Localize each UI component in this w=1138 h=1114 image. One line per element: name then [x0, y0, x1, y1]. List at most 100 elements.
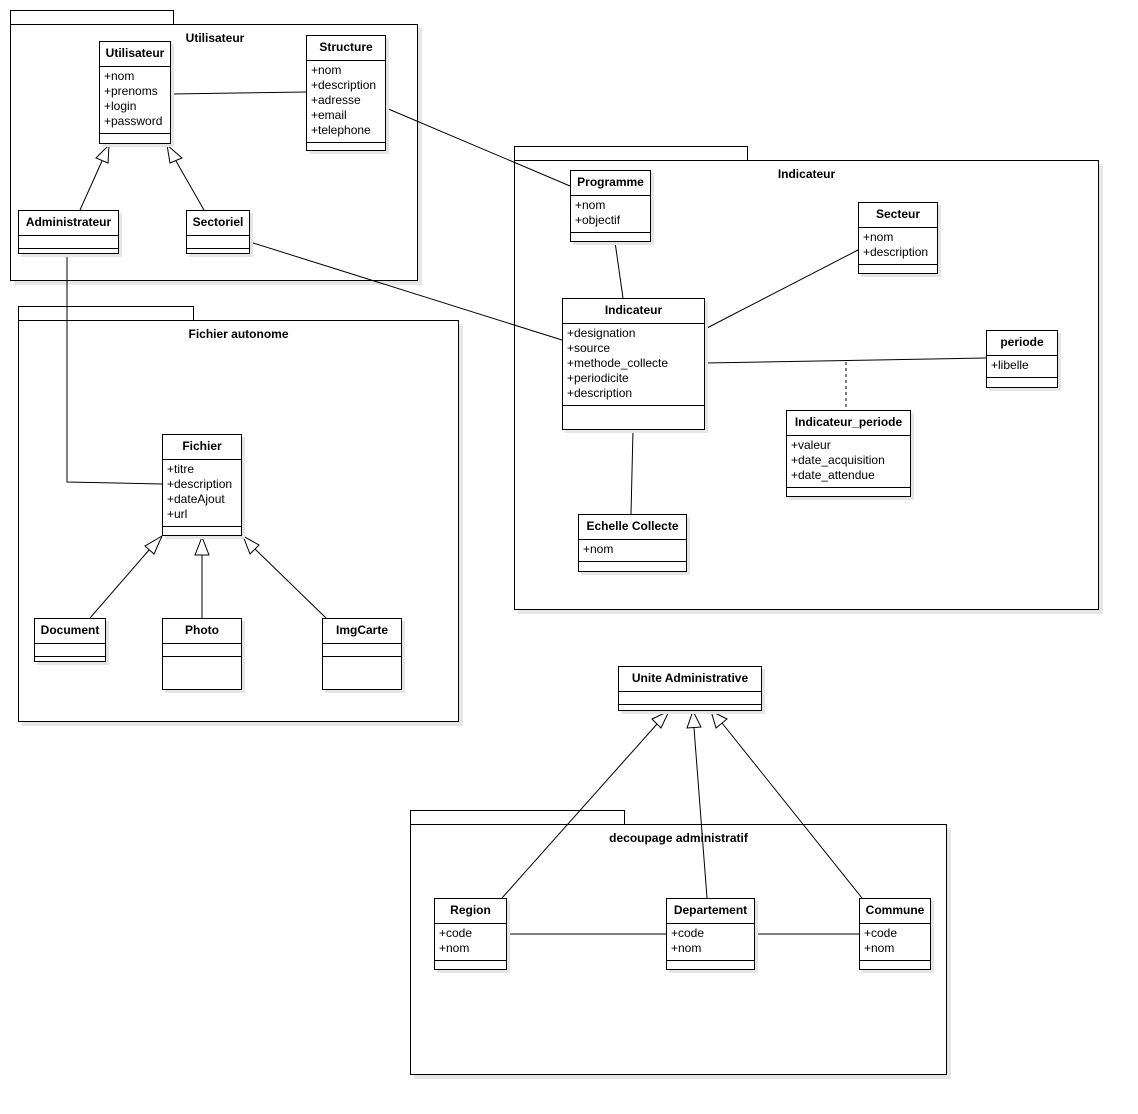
class-attribute: +designation — [567, 326, 636, 340]
package-utilisateur-tab — [10, 10, 174, 25]
arrowhead-imgcarte — [242, 534, 260, 555]
class-document[interactable]: Document — [34, 618, 106, 662]
package-decoupage-tab — [410, 810, 625, 825]
class-name: Photo — [163, 619, 241, 644]
gen-document-fichier — [89, 549, 150, 619]
gen-commune-unite — [721, 722, 863, 899]
class-attribute: +methode_collecte — [567, 356, 669, 370]
class-attributes: +designation+source+methode_collecte+per… — [563, 324, 704, 406]
assoc-sectoriel-indicateur — [249, 241, 563, 341]
assoc-indicateur-echelle — [630, 429, 634, 515]
class-echelle-collecte[interactable]: Echelle Collecte+nom — [578, 514, 687, 572]
class-attributes: +nom+objectif — [571, 196, 650, 233]
assoc-indicateur-secteur — [704, 249, 859, 330]
class-attributes — [187, 236, 249, 249]
class-attribute: +libelle — [991, 358, 1029, 372]
class-administrateur[interactable]: Administrateur — [18, 210, 119, 254]
class-operations — [563, 406, 704, 429]
class-name: ImgCarte — [323, 619, 401, 644]
class-attribute: +login — [104, 99, 137, 113]
class-attribute: +date_acquisition — [791, 453, 885, 467]
arrowhead-sectoriel — [166, 143, 183, 164]
class-attribute: +nom — [864, 941, 895, 955]
class-attribute: +code — [671, 926, 705, 940]
assoc-indicateur-periode — [704, 357, 987, 364]
class-operations — [100, 134, 170, 143]
class-programme[interactable]: Programme+nom+objectif — [570, 170, 651, 242]
class-attribute: +nom — [311, 63, 342, 77]
class-attribute: +nom — [104, 69, 135, 83]
class-operations — [619, 705, 761, 711]
class-name: Structure — [307, 36, 385, 61]
class-operations — [787, 488, 910, 496]
class-utilisateur[interactable]: Utilisateur+nom+prenoms+login+password — [99, 41, 171, 144]
class-operations — [163, 527, 241, 535]
class-name: Indicateur_periode — [787, 411, 910, 436]
class-attribute: +nom — [439, 941, 470, 955]
class-attributes: +nom+description — [859, 228, 937, 265]
class-name: Unite Administrative — [619, 667, 761, 692]
class-imgcarte[interactable]: ImgCarte — [322, 618, 402, 690]
class-departement[interactable]: Departement+code+nom — [666, 898, 755, 970]
class-sectoriel[interactable]: Sectoriel — [186, 210, 250, 254]
package-indicateur-title: Indicateur — [777, 167, 836, 181]
class-indicateur[interactable]: Indicateur+designation+source+methode_co… — [562, 298, 705, 430]
class-attributes: +code+nom — [860, 924, 930, 961]
class-attribute: +valeur — [791, 438, 831, 452]
class-attribute: +code — [864, 926, 898, 940]
package-decoupage-title: decoupage administratif — [609, 831, 748, 845]
assoc-structure-programme — [385, 107, 571, 187]
gen-imgcarte-fichier — [254, 548, 327, 619]
gen-departement-unite — [693, 727, 708, 899]
class-attribute: +periodicite — [567, 371, 629, 385]
gen-region-unite — [501, 723, 658, 899]
class-attribute: +description — [167, 477, 233, 491]
class-attribute: +code — [439, 926, 473, 940]
class-attribute: +url — [167, 507, 188, 521]
class-operations — [571, 233, 650, 241]
class-attributes: +code+nom — [667, 924, 754, 961]
class-periode[interactable]: periode +libelle — [986, 330, 1058, 388]
class-attribute: +nom — [575, 198, 606, 212]
class-attribute: +prenoms — [104, 84, 158, 98]
assoc-utilisateur-structure — [170, 91, 307, 95]
class-operations — [860, 961, 930, 969]
class-attributes — [35, 644, 105, 657]
class-region[interactable]: Region+code+nom — [434, 898, 507, 970]
class-operations — [667, 961, 754, 969]
arrowhead-administrateur — [95, 143, 110, 164]
class-secteur[interactable]: Secteur+nom+description — [858, 202, 938, 274]
class-attribute: +nom — [671, 941, 702, 955]
class-attributes: +nom+prenoms+login+password — [100, 67, 170, 134]
class-name: periode — [987, 331, 1057, 356]
class-attributes — [323, 644, 401, 657]
package-fichier-autonome-title: Fichier autonome — [188, 327, 289, 341]
class-operations — [19, 249, 118, 255]
class-attribute: +password — [104, 114, 163, 128]
class-operations — [307, 143, 385, 150]
class-attribute: +titre — [167, 462, 195, 476]
class-attributes — [163, 644, 241, 657]
class-attribute: +description — [567, 386, 633, 400]
assoc-programme-indicateur — [614, 241, 624, 299]
class-operations — [859, 265, 937, 273]
class-attributes: +titre+description+dateAjout+url — [163, 460, 241, 527]
class-commune[interactable]: Commune+code+nom — [859, 898, 931, 970]
gen-administrateur-utilisateur — [79, 160, 103, 211]
class-attribute: +description — [863, 245, 929, 259]
class-operations — [323, 657, 401, 689]
class-structure[interactable]: Structure+nom+description+adresse+email+… — [306, 35, 386, 151]
class-photo[interactable]: Photo — [162, 618, 242, 690]
class-name: Commune — [860, 899, 930, 924]
class-attribute: +objectif — [575, 213, 621, 227]
class-fichier[interactable]: Fichier+titre+description+dateAjout+url — [162, 434, 242, 536]
class-name: Administrateur — [19, 211, 118, 236]
arrowhead-region — [651, 709, 671, 729]
arrowhead-departement — [686, 709, 702, 729]
class-operations — [987, 378, 1057, 387]
class-unite-administrative[interactable]: Unite Administrative — [618, 666, 762, 711]
gen-sectoriel-utilisateur — [175, 160, 205, 211]
class-indicateur-periode[interactable]: Indicateur_periode +valeur+date_acquisiti… — [786, 410, 911, 497]
class-name: Indicateur — [563, 299, 704, 324]
